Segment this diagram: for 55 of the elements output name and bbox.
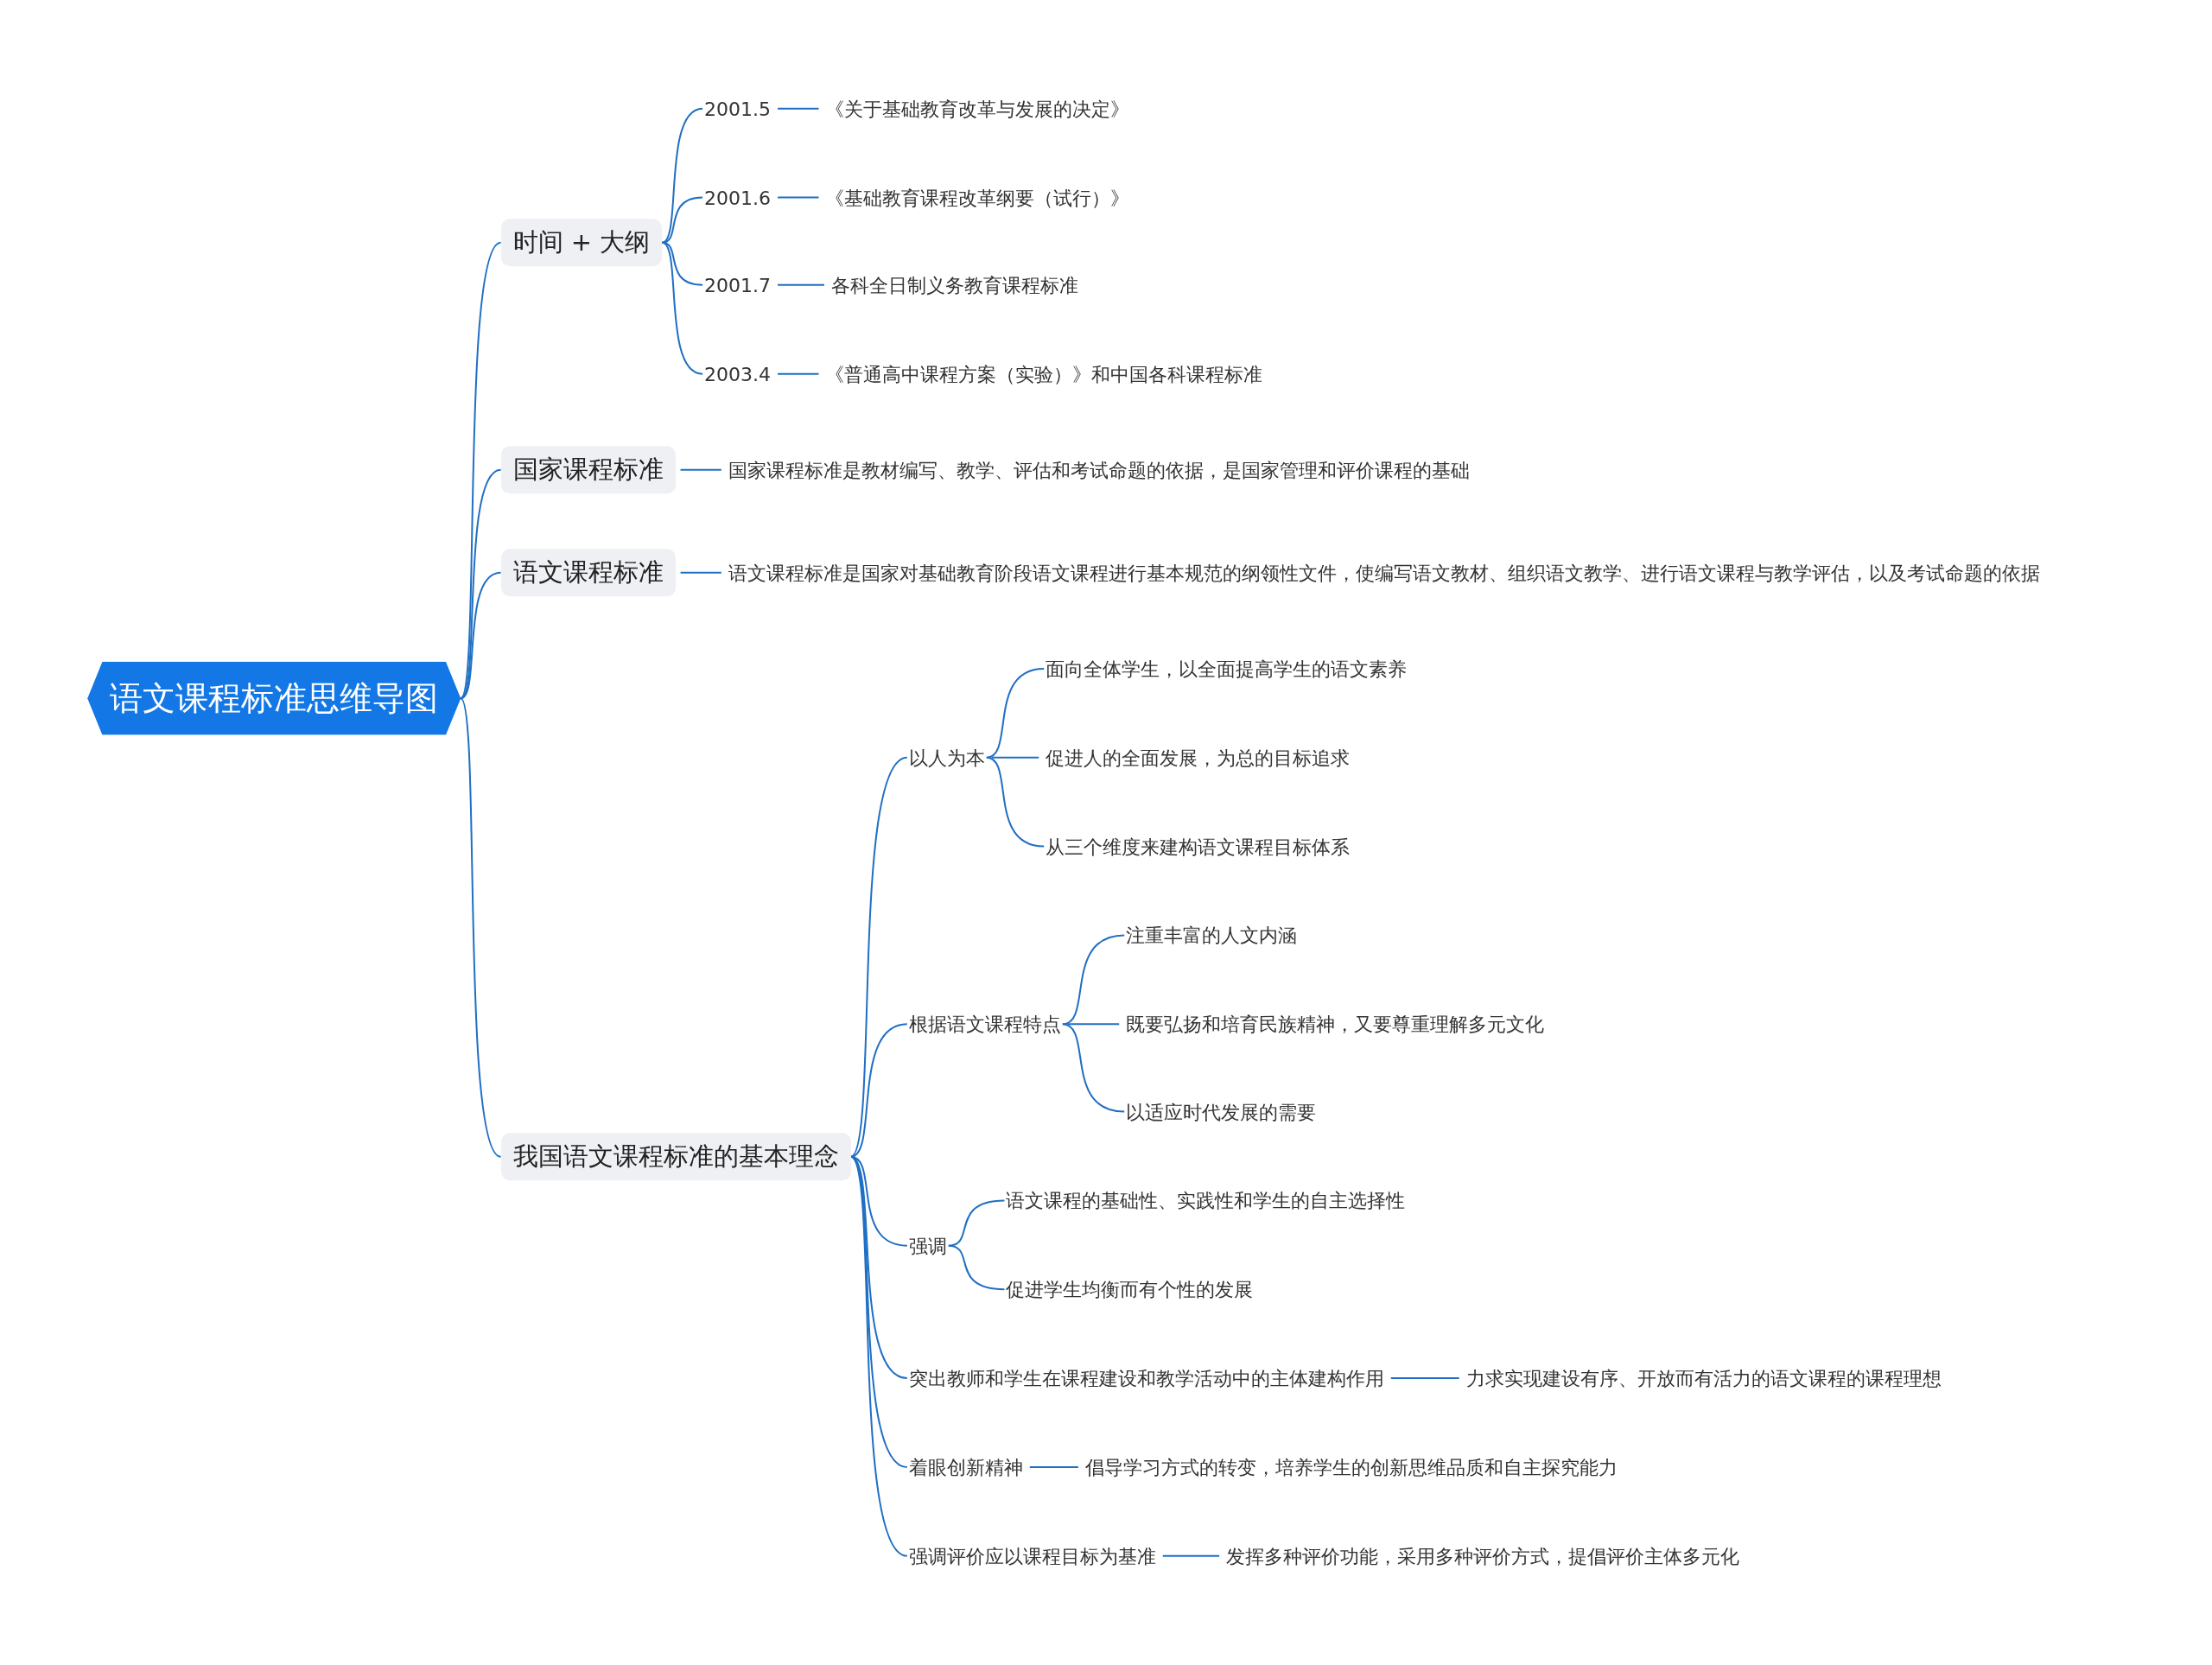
connector-line	[985, 756, 1046, 848]
main-topic: 语文课程标准	[500, 549, 676, 597]
topic-text: 以人为本	[906, 743, 987, 772]
connector-line	[1389, 1377, 1460, 1380]
topic-text: 国家课程标准是教材编写、教学、评估和考试命题的依据，是国家管理和评价课程的基础	[726, 455, 1471, 485]
topic-text: 着眼创新精神	[906, 1452, 1025, 1482]
topic-text: 促进人的全面发展，为总的目标追求	[1044, 743, 1352, 772]
main-topic: 时间 + 大纲	[500, 219, 663, 267]
connector-line	[460, 697, 502, 1158]
connector-line	[947, 1199, 1006, 1247]
topic-text: 从三个维度来建构语文课程目标体系	[1044, 832, 1352, 861]
topic-text: 强调评价应以课程目标为基准	[906, 1541, 1158, 1571]
topic-text: 根据语文课程特点	[906, 1009, 1063, 1039]
main-topic: 我国语文课程标准的基本理念	[500, 1133, 851, 1181]
topic-text: 发挥多种评价功能，采用多种评价方式，提倡评价主体多元化	[1224, 1541, 1742, 1571]
topic-text: 倡导学习方式的转变，培养学生的创新思维品质和自主探究能力	[1083, 1452, 1619, 1482]
connector-line	[777, 283, 825, 286]
connector-line	[777, 196, 820, 199]
connector-line	[679, 571, 722, 574]
topic-text: 《普通高中课程方案（实验）》和中国各科课程标准	[823, 359, 1265, 389]
connector-line	[1061, 1023, 1126, 1113]
topic-text: 各科全日制义务教育课程标准	[830, 270, 1080, 300]
connector-line	[460, 571, 502, 700]
topic-text: 2003.4	[702, 359, 773, 389]
topic-text: 2001.7	[702, 270, 773, 300]
topic-text: 2001.6	[702, 183, 773, 213]
connector-line	[777, 107, 820, 110]
connector-line	[661, 107, 704, 244]
connector-line	[849, 1155, 908, 1557]
topic-text: 语文课程的基础性、实践性和学生的自主选择性	[1004, 1185, 1408, 1215]
topic-text: 力求实现建设有序、开放而有活力的语文课程的课程理想	[1464, 1363, 1943, 1393]
connector-line	[1028, 1465, 1079, 1468]
connector-line	[679, 468, 722, 471]
topic-text: 《基础教育课程改革纲要（试行）》	[823, 183, 1132, 213]
connector-line	[777, 372, 820, 375]
topic-text: 2001.5	[702, 94, 773, 124]
connector-line	[947, 1244, 1006, 1291]
root-topic: 语文课程标准思维导图	[87, 661, 461, 735]
connector-line	[1066, 1023, 1121, 1026]
topic-text: 突出教师和学生在课程建设和教学活动中的主体建构作用	[906, 1363, 1386, 1393]
connector-line	[985, 667, 1046, 759]
connector-line	[1161, 1554, 1221, 1557]
connector-line	[849, 756, 908, 1158]
topic-text: 语文课程标准是国家对基础教育阶段语文课程进行基本规范的纲领性文件，使编写语文教材、组织语文教学、进行语文课程与教学评估，以及考试命题的依据	[726, 558, 2042, 588]
topic-text: 强调	[906, 1231, 949, 1261]
connector-line	[661, 241, 704, 375]
connector-line	[990, 756, 1040, 759]
connector-line	[1061, 934, 1126, 1026]
topic-text: 《关于基础教育改革与发展的决定》	[823, 94, 1132, 124]
topic-text: 注重丰富的人文内涵	[1124, 920, 1300, 950]
topic-text: 以适应时代发展的需要	[1124, 1097, 1319, 1126]
topic-text: 促进学生均衡而有个性的发展	[1004, 1274, 1255, 1304]
topic-text: 面向全体学生，以全面提高学生的语文素养	[1044, 654, 1409, 683]
topic-text: 既要弘扬和培育民族精神，又要尊重理解多元文化	[1124, 1009, 1547, 1039]
main-topic: 国家课程标准	[500, 445, 676, 494]
